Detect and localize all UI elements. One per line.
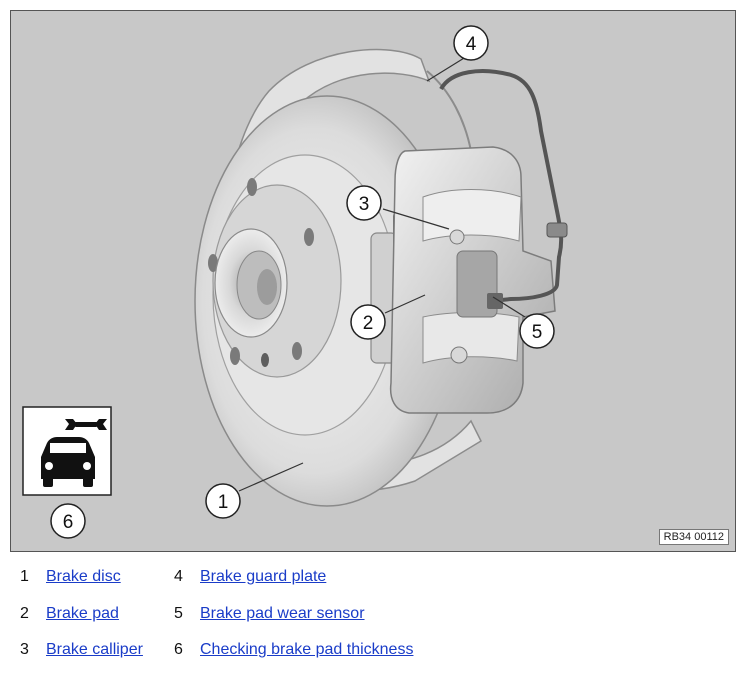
wrench-icon bbox=[65, 419, 107, 430]
svg-text:4: 4 bbox=[466, 34, 477, 55]
legend-item: 6 Checking brake pad thickness bbox=[174, 641, 413, 659]
callout-6: 6 bbox=[50, 503, 86, 539]
callout-5: 5 bbox=[519, 313, 555, 349]
legend-item-number: 4 bbox=[174, 568, 183, 585]
service-icon-badge bbox=[22, 406, 112, 496]
brake-guard-plate-link[interactable]: Brake guard plate bbox=[200, 568, 327, 585]
legend-item-number: 5 bbox=[174, 605, 183, 622]
legend-item: 4 Brake guard plate bbox=[174, 568, 326, 586]
callout-1: 1 bbox=[205, 483, 241, 519]
legend-item-number: 2 bbox=[20, 605, 29, 622]
brake-diagram: 4 3 2 5 1 bbox=[22, 25, 568, 539]
legend-item: 1 Brake disc bbox=[20, 568, 121, 586]
legend-item-number: 1 bbox=[20, 568, 29, 585]
callout-leaders bbox=[238, 54, 526, 492]
checking-brake-pad-thickness-link[interactable]: Checking brake pad thickness bbox=[200, 641, 414, 658]
legend-item-number: 6 bbox=[174, 641, 183, 658]
legend-item-number: 3 bbox=[20, 641, 29, 658]
brake-calliper bbox=[389, 146, 556, 414]
brake-pad-wear-sensor bbox=[439, 69, 568, 309]
brake-disc bbox=[194, 95, 460, 507]
figure-reference-code: RB34 00112 bbox=[658, 529, 729, 545]
legend-item: 3 Brake calliper bbox=[20, 641, 143, 659]
legend-item: 2 Brake pad bbox=[20, 605, 119, 623]
car-icon bbox=[41, 437, 95, 487]
brake-pad-wear-sensor-link[interactable]: Brake pad wear sensor bbox=[200, 605, 365, 622]
legend-item: 5 Brake pad wear sensor bbox=[174, 605, 365, 623]
svg-text:6: 6 bbox=[63, 512, 74, 533]
brake-calliper-link[interactable]: Brake calliper bbox=[46, 641, 143, 658]
callout-4: 4 bbox=[453, 25, 489, 61]
callout-2: 2 bbox=[350, 304, 386, 340]
svg-text:3: 3 bbox=[359, 194, 370, 215]
brake-disc-link[interactable]: Brake disc bbox=[46, 568, 121, 585]
parts-legend: 1 Brake disc 2 Brake pad 3 Brake calliper 4… bbox=[0, 560, 746, 680]
callout-3: 3 bbox=[346, 185, 382, 221]
brake-assembly-figure: 4 3 2 5 1 bbox=[10, 10, 736, 552]
svg-text:1: 1 bbox=[218, 492, 229, 513]
brake-pad-link[interactable]: Brake pad bbox=[46, 605, 119, 622]
svg-text:5: 5 bbox=[532, 322, 543, 343]
svg-text:2: 2 bbox=[363, 313, 374, 334]
